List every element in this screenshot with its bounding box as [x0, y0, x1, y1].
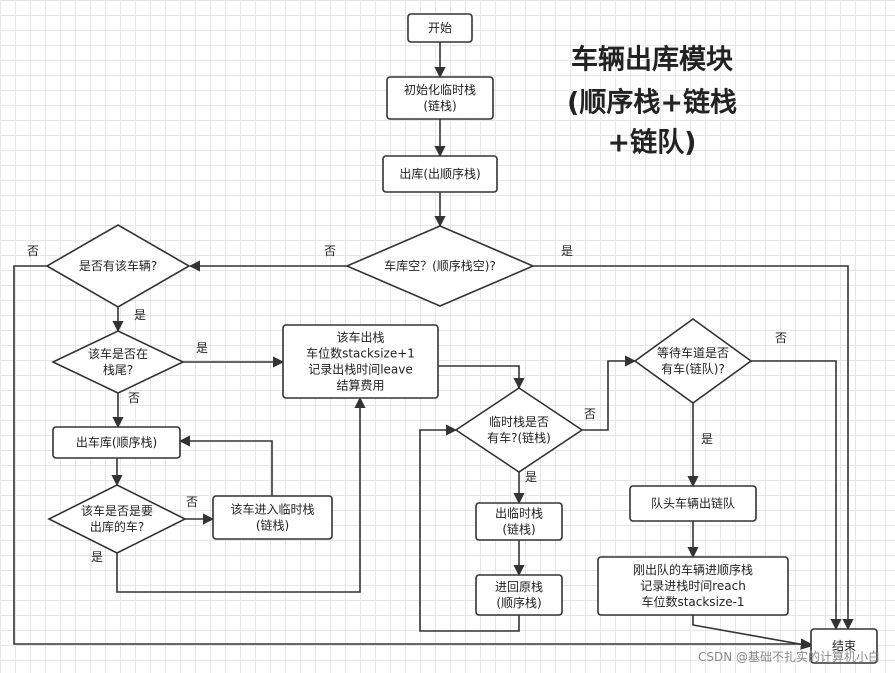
edge-label-garage-empty-yes: 是 — [561, 244, 573, 258]
node-label: 刚出队的车辆进顺序栈 — [633, 562, 753, 577]
node-label: 初始化临时栈 — [404, 82, 476, 97]
edge-label-car-exists-yes: 是 — [134, 308, 146, 322]
edge-label-garage-empty-no: 否 — [324, 244, 336, 258]
decision-diamond — [51, 330, 185, 394]
node-box — [475, 574, 563, 616]
edge-car-exists-no-to-end — [13, 265, 813, 650]
node-label: 结束 — [832, 639, 856, 653]
decision-diamond — [633, 318, 753, 404]
node-label: 该车是否是要 — [81, 503, 153, 518]
edge-target-yes-to-pop — [116, 396, 366, 593]
node-box — [597, 556, 789, 616]
node-label: 车位数stacksize+1 — [306, 346, 415, 361]
watermark-text: CSDN @基础不扎实的计算机小白 — [698, 649, 880, 664]
node-label: 进回原栈 — [495, 579, 543, 594]
edge-label-car-at-top-no: 否 — [128, 391, 140, 405]
node-label: 该车出栈 — [336, 330, 384, 345]
node-box — [212, 495, 333, 540]
edge-label-car-at-top-yes: 是 — [196, 341, 208, 355]
node-label: 队头车辆出链队 — [651, 496, 735, 511]
edge-queue-no-to-end — [751, 360, 842, 631]
node-box — [407, 13, 473, 43]
edge-label-temp-has-car-no: 否 — [584, 407, 596, 421]
edge-pop-to-temp-check — [438, 365, 525, 390]
node-exit-garage: 出库(出顺序栈) — [382, 155, 498, 193]
node-box — [52, 426, 181, 459]
node-label: 有车(链队)? — [661, 361, 725, 376]
node-label: 结算费用 — [336, 378, 384, 393]
decision-diamond — [45, 224, 191, 308]
node-box — [382, 155, 498, 193]
node-box — [282, 324, 439, 399]
edge-label-queue-has-car-no: 否 — [775, 331, 787, 345]
diagram-title-line: 车辆出库模块 — [571, 44, 734, 76]
node-box — [629, 485, 757, 522]
node-pop-temp: 出临时栈(链栈) — [475, 502, 563, 541]
node-label: (链栈) — [502, 522, 535, 537]
node-label: 该车进入临时栈 — [230, 502, 314, 517]
edge-label-is-target-yes: 是 — [91, 550, 103, 564]
node-label: 临时栈是否 — [489, 414, 549, 429]
node-start: 开始 — [407, 13, 473, 43]
node-label: 记录出栈时间leave — [308, 362, 413, 377]
edge-enter-to-end — [692, 615, 813, 650]
node-box — [475, 502, 563, 541]
node-label: 车位数stacksize-1 — [641, 594, 744, 609]
edge-label-temp-has-car-yes: 是 — [525, 470, 537, 484]
node-push-temp: 该车进入临时栈(链栈) — [212, 495, 333, 540]
decision-diamond — [344, 225, 536, 307]
node-label: 开始 — [428, 21, 452, 35]
node-garage-empty: 车库空？(顺序栈空)? — [344, 225, 536, 307]
node-label: 等待车道是否 — [657, 345, 729, 360]
node-label: 是否有该车辆? — [79, 258, 157, 273]
node-return-stack: 进回原栈(顺序栈) — [475, 574, 563, 616]
node-car-exists: 是否有该车辆? — [45, 224, 191, 308]
node-pop-garage: 出车库(顺序栈) — [52, 426, 181, 459]
edge-return-loop-to-check — [419, 424, 520, 632]
node-label: 栈尾? — [103, 362, 133, 377]
node-label: (链栈) — [256, 518, 289, 533]
decision-diamond — [47, 484, 187, 554]
node-label: 记录进栈时间reach — [640, 578, 746, 593]
edge-label-car-exists-no: 否 — [27, 244, 39, 258]
node-label: 该车是否在 — [88, 346, 148, 361]
edge-temp-loop-to-pop-garage — [178, 435, 273, 496]
node-label: 出库(出顺序栈) — [399, 166, 480, 181]
node-label: 出临时栈 — [495, 506, 543, 521]
node-dequeue: 队头车辆出链队 — [629, 485, 757, 522]
node-label: 出车库(顺序栈) — [76, 435, 157, 450]
edge-label-is-target-no: 否 — [186, 495, 198, 509]
node-end: 结束 — [810, 628, 878, 664]
node-label: 有车?(链栈) — [487, 430, 551, 445]
edge-temp-no-to-queue — [582, 355, 637, 431]
node-label: 出库的车? — [90, 519, 144, 534]
node-init-temp-stack: 初始化临时栈(链栈) — [386, 76, 494, 120]
decision-diamond — [454, 387, 584, 473]
node-box — [810, 628, 878, 664]
diagram-title-line: (顺序栈+链栈 — [567, 87, 737, 119]
edge-label-queue-has-car-yes: 是 — [701, 432, 713, 446]
node-label: (链栈) — [423, 98, 456, 113]
node-box — [386, 76, 494, 120]
edge-garage-yes-to-end — [533, 265, 854, 631]
node-label: (顺序栈) — [496, 595, 541, 610]
node-label: 车库空？(顺序栈空)? — [384, 258, 496, 273]
diagram-title-line: +链队) — [608, 127, 697, 159]
